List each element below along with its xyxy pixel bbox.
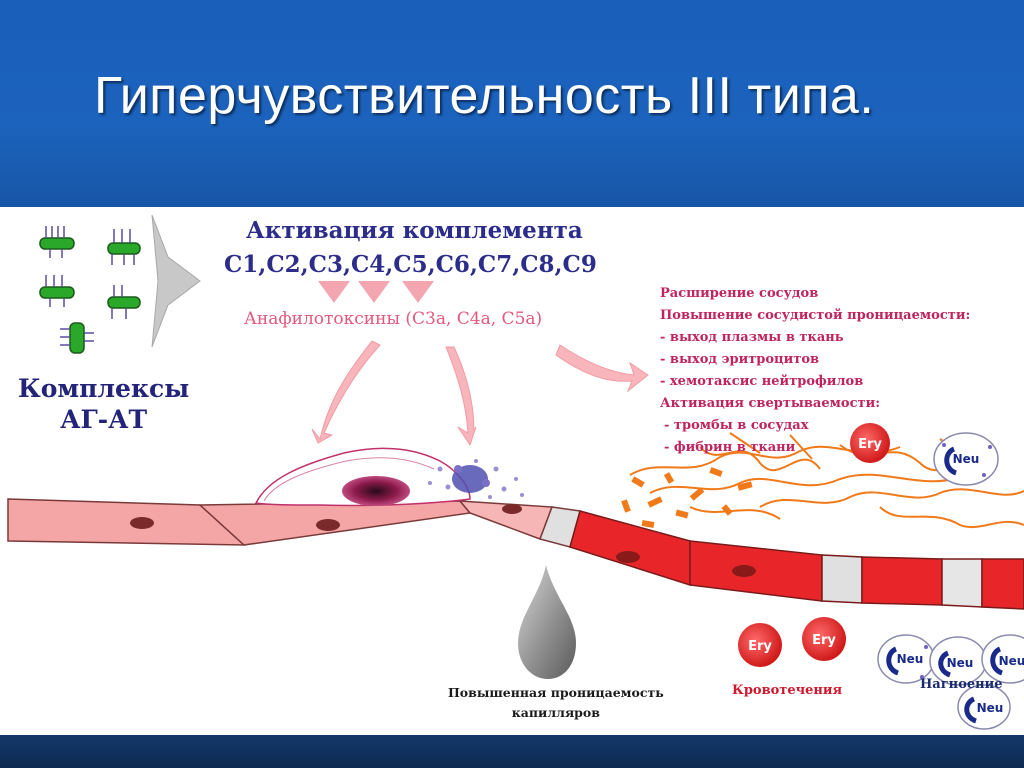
effects-list: Расширение сосудов Повышение сосудистой … <box>660 283 970 459</box>
ery-label-1: Ery <box>858 437 882 452</box>
fibrin-network-icon <box>629 428 1024 529</box>
effect-item: - хемотаксис нейтрофилов <box>660 374 864 389</box>
diagram-illustration: Ery Ery Ery Neu Neu Neu <box>7 214 1024 730</box>
ag-at-complexes-label: Комплексы АГ-АТ <box>18 373 189 435</box>
permeability-caption-line-1: Повышенная проницаемость <box>448 685 664 700</box>
effect-item: - фибрин в ткани <box>664 440 796 455</box>
anaphylatoxin-arrows-icon <box>311 340 649 447</box>
anaphylatoxins-label: Анафилотоксины (С3а, С4а, С5а) <box>244 309 543 329</box>
neu-label-3: Neu <box>947 656 974 670</box>
ery-label-3: Ery <box>812 633 836 648</box>
effect-item: Повышение сосудистой проницаемости: <box>660 308 971 323</box>
neutrophil-bottom-4-icon: Neu <box>957 684 1011 730</box>
effect-item: - выход эритроцитов <box>660 352 820 367</box>
effect-item: - тромбы в сосудах <box>664 418 809 433</box>
neu-label-4: Neu <box>999 654 1024 668</box>
erythrocyte-left-icon: Ery <box>738 623 782 667</box>
neutrophil-bottom-1-icon: Neu <box>877 634 935 684</box>
effect-item: Расширение сосудов <box>660 286 819 301</box>
slide-title: Гиперчувствительность III типа. <box>94 67 875 125</box>
endothelial-cell-icon <box>254 447 471 507</box>
vessel-wall-icon <box>7 498 1024 610</box>
pink-down-arrows-icon <box>318 281 434 303</box>
erythrocyte-right-icon: Ery <box>802 617 846 661</box>
effect-item: Активация свертываемости: <box>660 396 881 411</box>
complement-activation-title: Активация комплемента <box>246 217 583 244</box>
suppuration-caption: Нагноение <box>920 677 1003 692</box>
complexes-line-1: Комплексы <box>18 374 190 403</box>
neutrophil-bottom-2-icon: Neu <box>929 636 987 686</box>
permeability-caption-line-2: капилляров <box>511 705 600 720</box>
effect-item: - выход плазмы в ткань <box>660 330 844 345</box>
erythrocyte-top-icon: Ery <box>850 423 890 463</box>
neutrophil-top-icon: Neu <box>933 432 999 486</box>
complement-components-list: С1,С2,С3,С4,С5,С6,С7,С8,С9 <box>224 251 597 278</box>
plasma-drop-icon <box>518 565 576 679</box>
ery-label-2: Ery <box>748 639 772 654</box>
funnel-arrow-icon <box>151 214 201 348</box>
bleeding-caption: Кровотечения <box>732 683 843 698</box>
neutrophil-bottom-3-icon: Neu <box>981 634 1024 684</box>
slide-footer <box>0 735 1024 768</box>
permeability-caption: Повышенная проницаемость капилляров <box>448 683 664 723</box>
fibrin-fragments-icon <box>621 467 753 528</box>
slide-header: Гиперчувствительность III типа. <box>0 0 1024 207</box>
immune-complexes-icon <box>39 226 141 354</box>
neu-label-1: Neu <box>953 452 980 466</box>
neu-label-5: Neu <box>977 701 1004 715</box>
diagram-panel: Ery Ery Ery Neu Neu Neu <box>0 207 1024 735</box>
granules-icon <box>428 459 524 499</box>
complexes-line-2: АГ-АТ <box>60 405 148 434</box>
neutrophil-in-wall-icon <box>452 465 490 493</box>
neu-label-2: Neu <box>897 652 924 666</box>
